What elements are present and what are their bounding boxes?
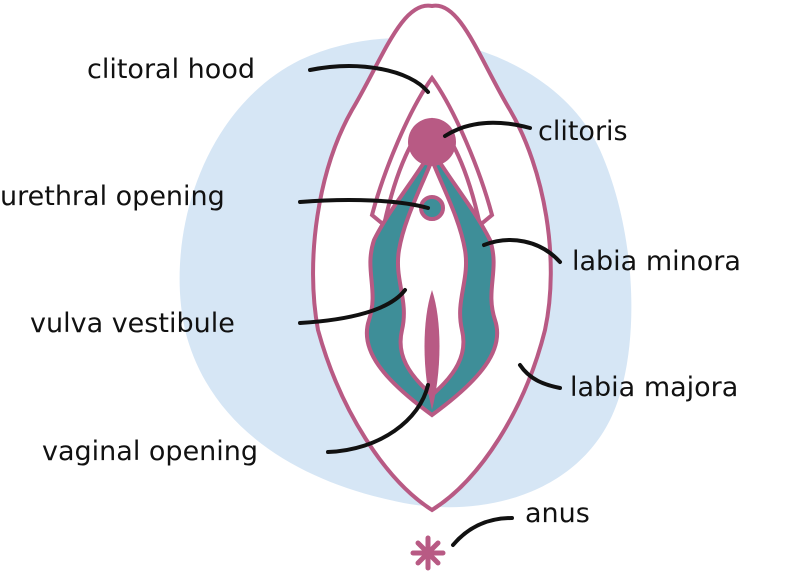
leader-anus xyxy=(451,516,514,547)
leader-lines xyxy=(298,64,562,547)
leader-labia-minora xyxy=(482,238,562,264)
leader-labia-majora xyxy=(518,363,562,390)
label-vaginal-opening: vaginal opening xyxy=(42,436,259,467)
anus-icon xyxy=(410,535,446,571)
leader-urethral-opening xyxy=(298,198,430,210)
leader-clitoral-hood xyxy=(308,64,430,94)
clitoris-shape xyxy=(408,118,456,166)
leader-vulva-vestibule xyxy=(298,288,407,325)
vaginal-opening-shape xyxy=(424,290,440,410)
label-urethral-opening: urethral opening xyxy=(0,181,225,212)
label-labia-majora: labia majora xyxy=(570,372,739,403)
label-vulva-vestibule: vulva vestibule xyxy=(30,308,235,339)
label-clitoral-hood: clitoral hood xyxy=(87,54,255,85)
leader-vaginal-opening xyxy=(326,383,430,454)
label-labia-minora: labia minora xyxy=(572,246,741,277)
leader-clitoris xyxy=(443,120,532,138)
label-clitoris: clitoris xyxy=(538,116,628,147)
label-anus: anus xyxy=(525,498,590,529)
